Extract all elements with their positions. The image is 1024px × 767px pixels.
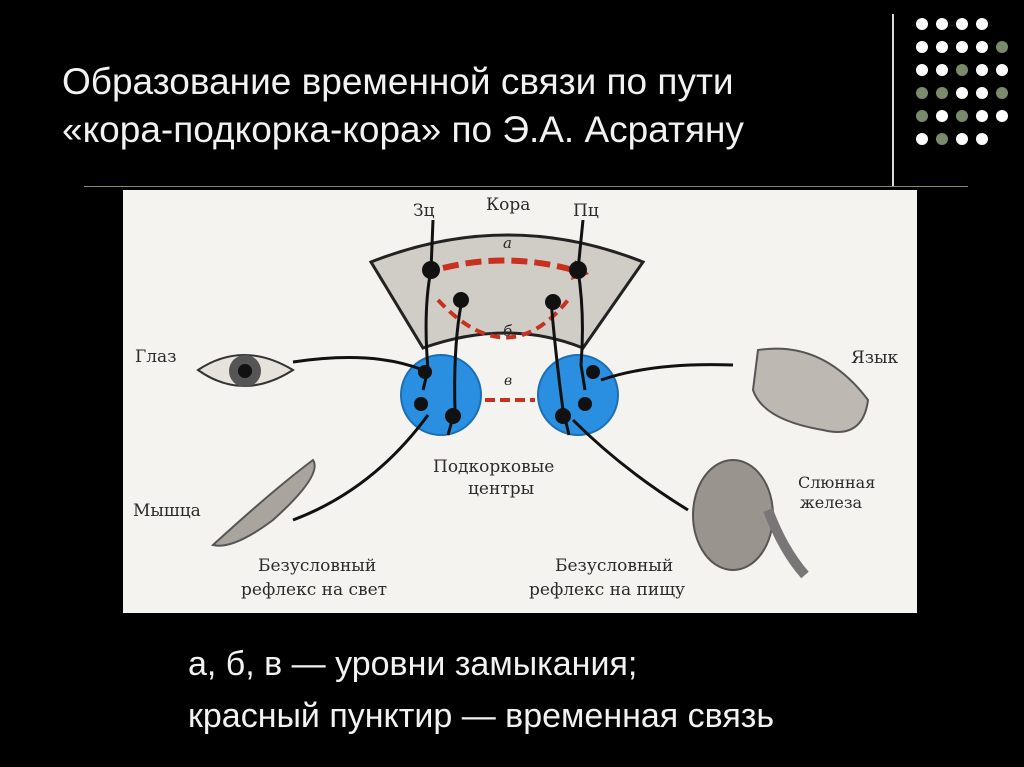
decorative-dot: [956, 133, 968, 145]
label-reflex-food-line2: рефлекс на пищу: [529, 580, 685, 600]
decorative-dot: [936, 64, 948, 76]
decorative-dot: [916, 64, 928, 76]
decorative-dot: [916, 110, 928, 122]
decorative-dot: [916, 41, 928, 53]
label-level-v: в: [504, 373, 512, 389]
label-reflex-food-line1: Безусловный: [555, 556, 673, 576]
decorative-dot: [976, 64, 988, 76]
title-line-2: «кора-подкорка-кора» по Э.А. Асратяну: [62, 109, 744, 150]
horizontal-divider: [84, 186, 968, 187]
decorative-dot: [936, 41, 948, 53]
neuron-bodies: [414, 261, 600, 424]
decorative-dot: [956, 18, 968, 30]
decorative-dot: [996, 87, 1008, 99]
decorative-dot: [936, 110, 948, 122]
decorative-dot: [996, 110, 1008, 122]
label-subcortical-line2: центры: [468, 479, 534, 499]
reflex-diagram: Зц Кора Пц а б в Глаз Язык Подкорковые ц…: [123, 190, 917, 613]
decorative-dot: [976, 133, 988, 145]
decorative-dot-grid: [912, 16, 1012, 166]
label-gland-line1: Слюнная: [798, 473, 875, 492]
label-reflex-light-line2: рефлекс на свет: [241, 580, 387, 600]
caption-temporary-link: красный пунктир — временная связь: [188, 697, 775, 735]
label-level-a: а: [503, 234, 512, 252]
label-pc: Пц: [573, 201, 599, 221]
decorative-dot: [916, 133, 928, 145]
slide-title: Образование временной связи по пути «кор…: [62, 58, 882, 154]
label-level-b: б: [503, 322, 513, 340]
diagram-svg: Зц Кора Пц а б в Глаз Язык Подкорковые ц…: [133, 195, 899, 600]
decorative-dot: [916, 18, 928, 30]
label-muscle: Мышца: [133, 501, 201, 521]
decorative-dot: [976, 41, 988, 53]
decorative-dot: [916, 87, 928, 99]
label-zc: Зц: [413, 201, 435, 221]
eye-illustration: [196, 354, 295, 387]
decorative-dot: [976, 110, 988, 122]
decorative-dot: [956, 110, 968, 122]
decorative-dot: [956, 87, 968, 99]
decorative-dot: [936, 18, 948, 30]
decorative-dot: [956, 41, 968, 53]
tongue-illustration: [751, 347, 870, 433]
label-subcortical-line1: Подкорковые: [433, 457, 554, 477]
label-reflex-light-line1: Безусловный: [258, 556, 376, 576]
decorative-dot: [996, 64, 1008, 76]
muscle-illustration: [210, 458, 316, 547]
label-tongue: Язык: [851, 348, 899, 368]
label-cortex: Кора: [486, 195, 530, 215]
decorative-dot: [976, 18, 988, 30]
decorative-dot: [976, 87, 988, 99]
decorative-dot: [936, 133, 948, 145]
level-a-link: [442, 257, 574, 273]
vertical-divider: [892, 14, 894, 186]
decorative-dot: [956, 64, 968, 76]
salivary-gland-illustration: [692, 459, 809, 579]
decorative-dot: [996, 41, 1008, 53]
title-line-1: Образование временной связи по пути: [62, 61, 734, 102]
label-gland-line2: железа: [800, 493, 863, 512]
decorative-dot: [936, 87, 948, 99]
caption-levels: а, б, в — уровни замыкания;: [188, 645, 638, 683]
label-eye: Глаз: [135, 347, 176, 367]
